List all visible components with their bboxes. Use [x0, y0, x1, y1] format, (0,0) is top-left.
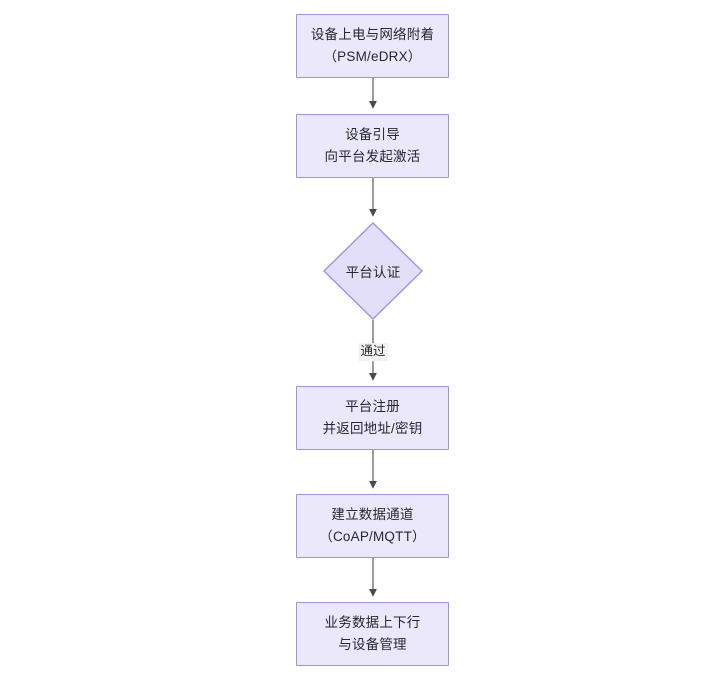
node-line: 平台认证 [345, 265, 401, 280]
node-line: 向平台发起激活 [324, 149, 421, 164]
node-line: （PSM/eDRX） [323, 49, 422, 64]
node-business-data[interactable]: 业务数据上下行 与设备管理 [296, 602, 449, 666]
node-line: （CoAP/MQTT） [319, 529, 426, 544]
node-platform-registration[interactable]: 平台注册 并返回地址/密钥 [296, 386, 449, 450]
node-data-channel[interactable]: 建立数据通道 （CoAP/MQTT） [296, 494, 449, 558]
diamond-shape [323, 222, 423, 320]
node-line: 平台注册 [345, 398, 400, 414]
node-line: 并返回地址/密钥 [322, 421, 423, 436]
node-device-bootstrap[interactable]: 设备引导 向平台发起激活 [296, 114, 449, 178]
node-line: 与设备管理 [338, 637, 407, 652]
node-line: 建立数据通道 [331, 506, 414, 522]
node-line: 设备引导 [345, 126, 400, 142]
node-device-power-on[interactable]: 设备上电与网络附着 （PSM/eDRX） [296, 14, 449, 78]
edge-label-pass: 通过 [358, 343, 388, 361]
node-platform-authentication[interactable]: 平台认证 [323, 222, 423, 320]
node-line: 业务数据上下行 [324, 614, 421, 630]
node-line: 设备上电与网络附着 [310, 26, 435, 42]
